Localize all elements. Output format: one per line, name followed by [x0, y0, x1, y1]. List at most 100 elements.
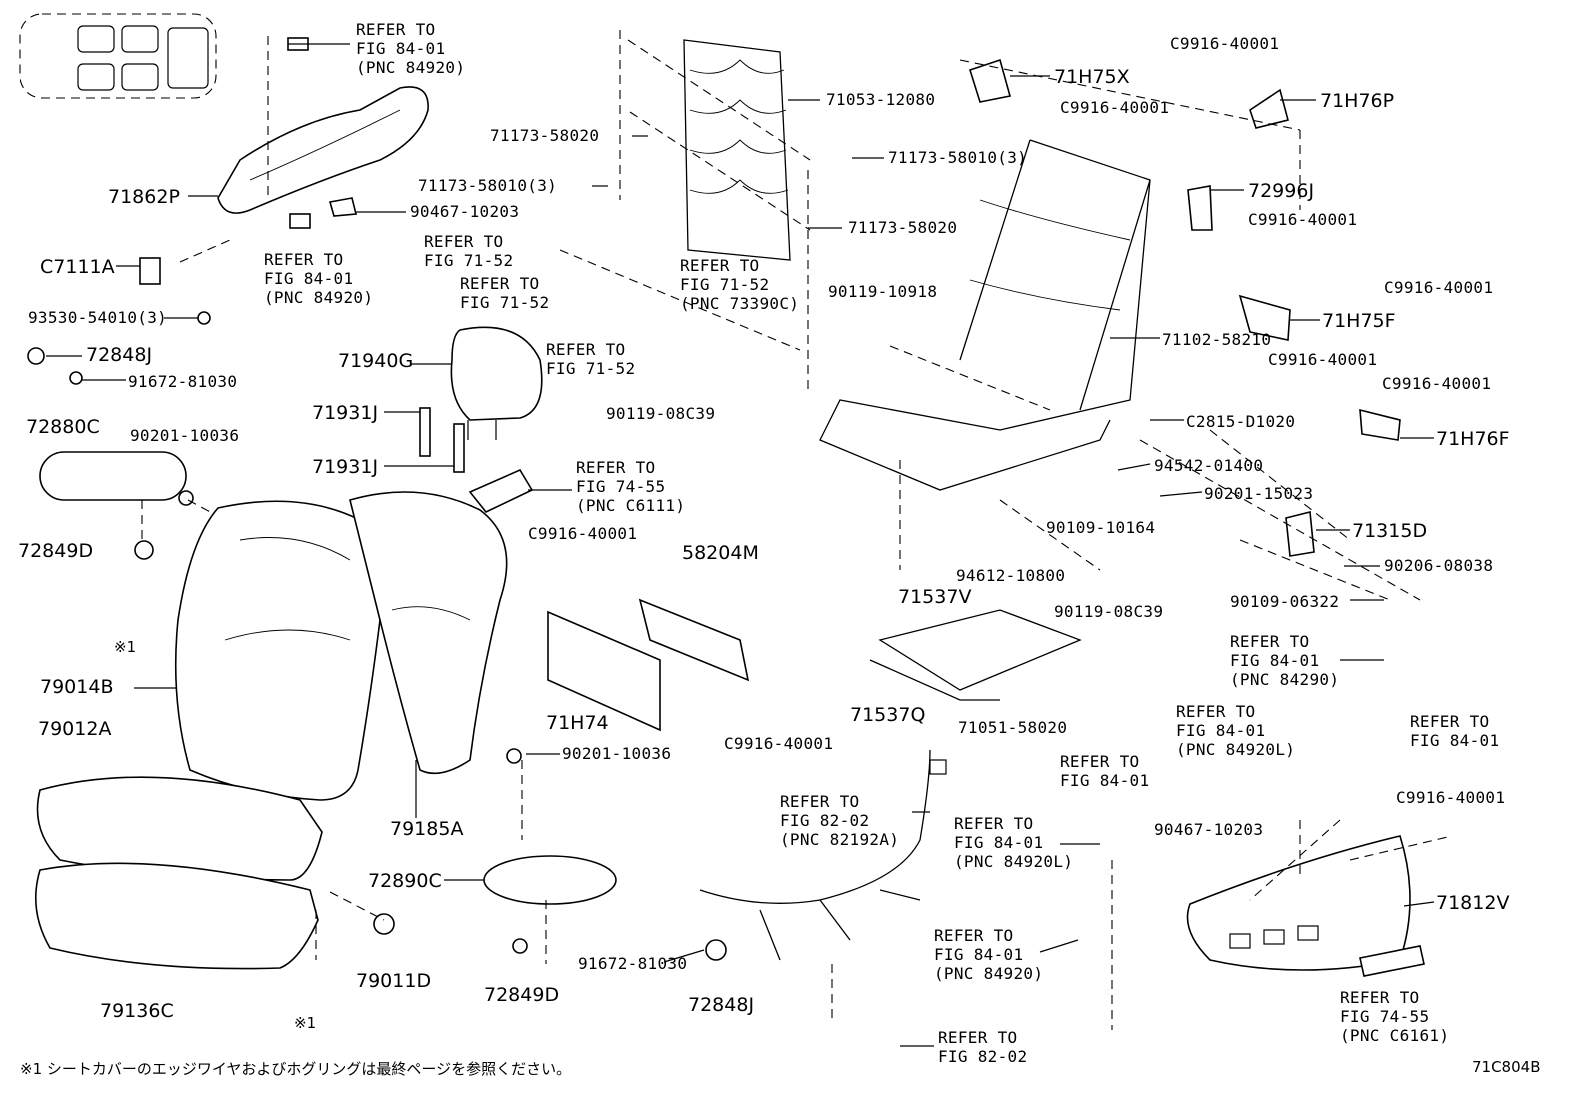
label-72996J: 72996J [1248, 180, 1315, 202]
part-harness [699, 749, 931, 961]
label-72848J-top: 72848J [86, 344, 153, 366]
label-90201-10036-top: 90201-10036 [130, 426, 240, 445]
label-90201-15023: 90201-15023 [1204, 484, 1314, 503]
label-C9916-top: C9916-40001 [1170, 34, 1280, 53]
label-94612: 94612-10800 [956, 566, 1066, 585]
label-90109-06322: 90109-06322 [1230, 592, 1340, 611]
part-90201-left [178, 490, 194, 506]
label-71H75X: 71H75X [1054, 66, 1130, 88]
label-90467-bottom: 90467-10203 [1154, 820, 1264, 839]
label-C9916-r1: C9916-40001 [1248, 210, 1358, 229]
part-71862P [217, 86, 429, 214]
label-refer-71-52-c: REFER TO FIG 71-52 (PNC 73390C) [680, 256, 800, 313]
label-refer-84-01-r3: REFER TO FIG 84-01 (PNC 84920L) [1176, 702, 1296, 759]
part-71812V [1186, 835, 1411, 971]
part-71940G [450, 326, 543, 421]
part-clip-mid [289, 213, 311, 229]
label-72848J-bottom: 72848J [688, 994, 755, 1016]
label-refer-84-01-mid: REFER TO FIG 84-01 (PNC 84920) [264, 250, 374, 307]
label-star1-bottom: ※1 [294, 1014, 317, 1032]
label-refer-82-02-a: REFER TO FIG 82-02 (PNC 82192A) [780, 792, 900, 849]
label-star1-left: ※1 [114, 638, 137, 656]
label-71053: 71053-12080 [826, 90, 936, 109]
label-C7111A: C7111A [40, 256, 115, 278]
part-71H76F [1359, 408, 1401, 441]
label-refer-84-01-top: REFER TO FIG 84-01 (PNC 84920) [356, 20, 466, 77]
part-71051 [878, 609, 1082, 691]
label-71173-58020-a: 71173-58020 [490, 126, 600, 145]
part-72880C [39, 451, 187, 501]
label-72880C: 72880C [26, 416, 100, 438]
label-91672-bottom: 91672-81030 [578, 954, 688, 973]
label-71H75F: 71H75F [1322, 310, 1396, 332]
figure-code: 71C804B [1472, 1058, 1541, 1076]
part-91672-top [69, 371, 83, 385]
label-refer-74-55-b: REFER TO FIG 74-55 (PNC C6161) [1340, 988, 1450, 1045]
part-90201-mid [506, 748, 522, 764]
label-71862P: 71862P [108, 186, 180, 208]
part-79012A [36, 776, 323, 881]
label-C9916-r4: C9916-40001 [1382, 374, 1492, 393]
part-71315D [1285, 510, 1315, 557]
part-79136C [35, 862, 319, 970]
label-refer-74-55: REFER TO FIG 74-55 (PNC C6111) [576, 458, 686, 515]
label-71173-58020-b: 71173-58020 [848, 218, 958, 237]
label-72849D-left: 72849D [18, 540, 94, 562]
label-71931J-b: 71931J [312, 456, 379, 478]
label-71940G: 71940G [338, 350, 414, 372]
part-71931J-b [453, 423, 465, 473]
label-refer-71-52-a: REFER TO FIG 71-52 [424, 232, 514, 270]
part-90467-top [328, 197, 358, 217]
label-refer-71-52-d: REFER TO FIG 71-52 [546, 340, 636, 378]
label-refer-84-01-r5: REFER TO FIG 84-01 (PNC 84920L) [954, 814, 1074, 871]
dashed-leaders [141, 30, 1453, 1030]
label-refer-84-01-r1: REFER TO FIG 84-01 (PNC 84290) [1230, 632, 1340, 689]
label-72849D-bottom: 72849D [484, 984, 560, 1006]
label-C9916-top-right: C9916-40001 [1060, 98, 1170, 117]
part-71931J-a [419, 407, 431, 457]
label-90467-top: 90467-10203 [410, 202, 520, 221]
part-72848J-top [27, 347, 45, 365]
footnote: ※1 シートカバーのエッジワイヤおよびホグリングは最終ページを参照ください。 [20, 1060, 572, 1078]
label-93530: 93530-54010(3) [28, 308, 168, 327]
label-79136C: 79136C [100, 1000, 174, 1022]
label-71102: 71102-58210 [1162, 330, 1272, 349]
label-71812V: 71812V [1436, 892, 1510, 914]
label-C2815: C2815-D1020 [1186, 412, 1296, 431]
part-72848J-bottom [705, 939, 727, 961]
part-71537Q [869, 659, 1000, 701]
label-C9916-r3: C9916-40001 [1268, 350, 1378, 369]
label-71173-58010-b: 71173-58010(3) [888, 148, 1028, 167]
label-71537Q: 71537Q [850, 704, 926, 726]
label-79014B: 79014B [40, 676, 114, 698]
seat-position-thumbnail [19, 13, 217, 99]
label-58204M: 58204M [682, 542, 759, 564]
part-71102 [819, 139, 1151, 491]
label-90201-10036-mid: 90201-10036 [562, 744, 672, 763]
label-79011D: 79011D [356, 970, 432, 992]
label-94542: 94542-01400 [1154, 456, 1264, 475]
label-refer-84-01-r6: REFER TO FIG 84-01 (PNC 84920) [934, 926, 1044, 983]
part-58204M [638, 598, 750, 682]
label-71315D: 71315D [1352, 520, 1428, 542]
label-C9916-mid2: C9916-40001 [724, 734, 834, 753]
label-71051: 71051-58020 [958, 718, 1068, 737]
label-91672-top: 91672-81030 [128, 372, 238, 391]
label-C9916-bottom: C9916-40001 [1396, 788, 1506, 807]
part-93530 [197, 311, 211, 325]
part-C6111-plate [468, 468, 534, 513]
solid-leaders [46, 43, 1435, 1047]
label-C9916-r2: C9916-40001 [1384, 278, 1494, 297]
part-72996J [1187, 185, 1213, 231]
part-72890C [483, 855, 617, 905]
part-71H76P [1249, 88, 1289, 129]
label-79185A: 79185A [390, 818, 464, 840]
label-90206: 90206-08038 [1384, 556, 1494, 575]
part-71H74 [547, 610, 661, 732]
label-refer-84-01-r2: REFER TO FIG 84-01 [1410, 712, 1500, 750]
label-90119-08C39-b: 90119-08C39 [1054, 602, 1164, 621]
label-71H74: 71H74 [546, 712, 609, 734]
part-72849D-bottom [512, 938, 528, 954]
label-72890C: 72890C [368, 870, 442, 892]
